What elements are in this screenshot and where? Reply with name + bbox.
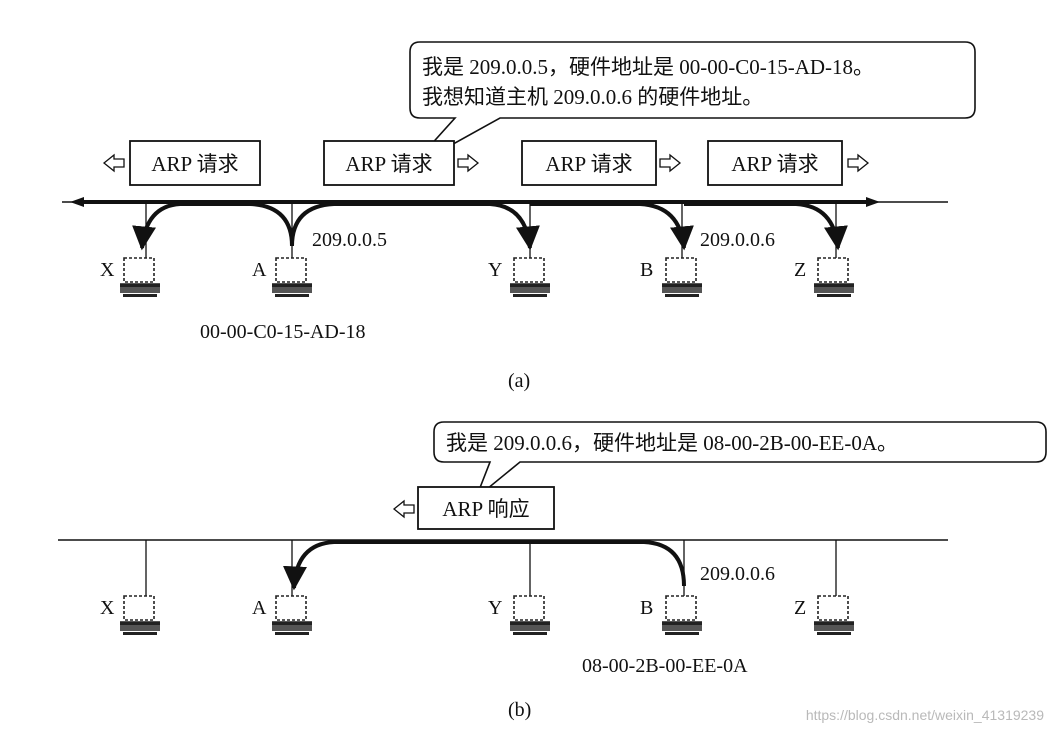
host-z-icon xyxy=(813,595,855,636)
caption-a: (a) xyxy=(508,370,530,392)
arp-request-box-1 xyxy=(129,140,261,186)
ip-label-a: 209.0.0.5 xyxy=(312,229,387,251)
arp-request-label: ARP 请求 xyxy=(545,152,632,176)
arp-reply-box xyxy=(417,486,555,530)
mac-label-b: 08-00-2B-00-EE-0A xyxy=(582,655,748,677)
host-label-y: Y xyxy=(488,259,502,281)
host-label-z: Z xyxy=(794,259,806,281)
host-b-icon xyxy=(661,257,703,298)
ip-label-b: 209.0.0.6 xyxy=(700,563,775,585)
watermark: https://blog.csdn.net/weixin_41319239 xyxy=(805,707,1044,723)
host-label-b: B xyxy=(640,597,653,619)
host-y-icon xyxy=(509,257,551,298)
speech-line-2-a: 我想知道主机 209.0.0.6 的硬件地址。 xyxy=(422,85,763,109)
left-arrow-icon xyxy=(393,500,415,518)
host-label-b: B xyxy=(640,259,653,281)
panel-a xyxy=(62,41,976,298)
arp-request-label: ARP 请求 xyxy=(731,152,818,176)
ip-label-b: 209.0.0.6 xyxy=(700,229,775,251)
speech-bubble-a xyxy=(409,41,976,169)
host-label-y: Y xyxy=(488,597,502,619)
mac-label-a: 00-00-C0-15-AD-18 xyxy=(200,321,366,343)
host-b-icon xyxy=(661,595,703,636)
host-label-x: X xyxy=(100,597,115,619)
arp-reply-label: ARP 响应 xyxy=(442,497,529,521)
host-y-icon xyxy=(509,595,551,636)
arp-request-box-3 xyxy=(521,140,657,186)
right-arrow-icon xyxy=(457,154,479,172)
host-x-icon xyxy=(119,257,161,298)
arp-request-box-2 xyxy=(323,140,455,186)
host-label-x: X xyxy=(100,259,115,281)
speech-bubble-b xyxy=(433,421,1047,501)
left-arrow-icon xyxy=(103,154,125,172)
host-a-icon xyxy=(271,595,313,636)
speech-line-1-a: 我是 209.0.0.5，硬件地址是 00-00-C0-15-AD-18。 xyxy=(422,55,874,79)
host-x-icon xyxy=(119,595,161,636)
host-label-a: A xyxy=(252,597,267,619)
arp-request-label: ARP 请求 xyxy=(345,152,432,176)
speech-line-1-b: 我是 209.0.0.6，硬件地址是 08-00-2B-00-EE-0A。 xyxy=(446,431,898,455)
right-arrow-icon xyxy=(847,154,869,172)
host-z-icon xyxy=(813,257,855,298)
host-label-z: Z xyxy=(794,597,806,619)
panel-b xyxy=(58,421,1047,636)
host-a-icon xyxy=(271,257,313,298)
right-arrow-icon xyxy=(659,154,681,172)
caption-b: (b) xyxy=(508,699,531,721)
host-label-a: A xyxy=(252,259,267,281)
arp-request-label: ARP 请求 xyxy=(151,152,238,176)
arp-request-box-4 xyxy=(707,140,843,186)
